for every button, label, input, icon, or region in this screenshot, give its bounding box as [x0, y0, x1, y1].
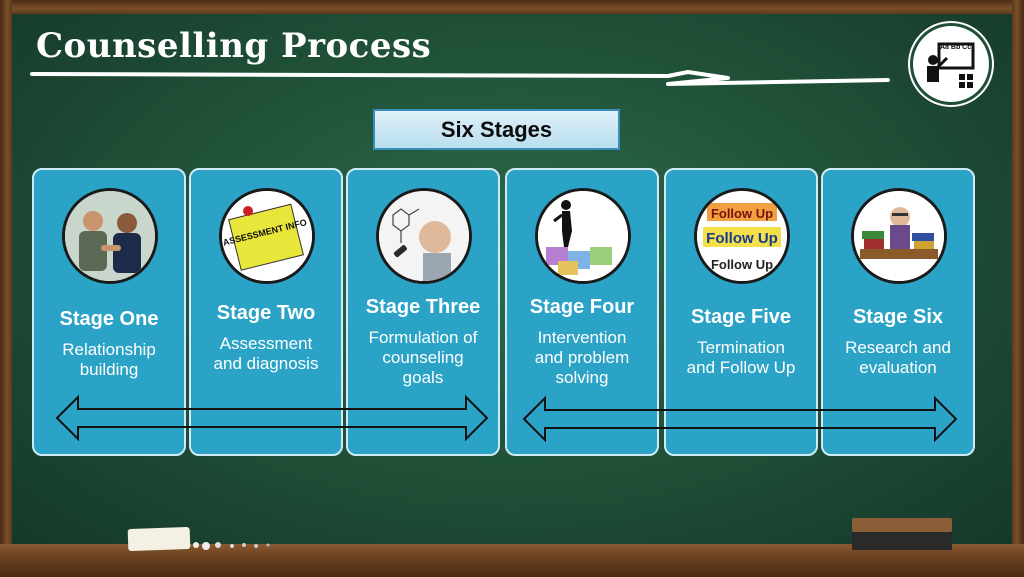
board-frame-right: [1012, 0, 1024, 577]
stage-description: Intervention and problem solving: [534, 328, 630, 387]
logo: [913, 26, 989, 102]
logo-text: Aa Bb Cc: [940, 44, 972, 51]
stage-title: Stage Four: [529, 296, 635, 318]
puzzle-pieces-silhouette: [535, 188, 631, 284]
chalk-piece: [127, 526, 191, 552]
double-arrow-right-icon: [522, 395, 958, 443]
board-frame-top: [0, 0, 1024, 14]
stage-card-six: Stage Six Research and evaluation: [821, 168, 975, 456]
stage-card-three: Stage Three Formulation of counseling go…: [346, 168, 500, 456]
follow-up-text-3: Follow Up: [711, 257, 773, 272]
chalk-dust: [193, 542, 270, 550]
stage-title: Stage Six: [852, 306, 944, 328]
assessment-info-sticky-note: ASSESSMENT INFO: [219, 188, 315, 284]
stage-title: Stage Two: [216, 302, 316, 324]
double-arrow-left-icon: [55, 394, 489, 442]
board-frame-left: [0, 0, 12, 577]
stage-title: Stage One: [59, 308, 159, 330]
follow-up-text-1: Follow Up: [711, 206, 773, 221]
stage-description: Assessment and diagnosis: [213, 334, 319, 373]
teacher-at-board-icon: [927, 42, 975, 88]
stage-card-four: Stage Four Intervention and problem solv…: [505, 168, 659, 456]
stage-card-five: Follow Up Follow Up Follow Up Stage Five…: [664, 168, 818, 456]
follow-up-text-2: Follow Up: [706, 230, 778, 247]
man-drawing-molecules-photo: [376, 188, 472, 284]
stage-title: Stage Five: [690, 306, 792, 328]
stage-description: Termination and Follow Up: [686, 338, 796, 377]
handshake-meeting-photo: [62, 188, 158, 284]
stage-description: Formulation of counseling goals: [368, 328, 478, 387]
researcher-with-books-cartoon: [851, 188, 947, 284]
slide-title: Counselling Process: [36, 26, 432, 66]
stage-title: Stage Three: [365, 296, 481, 318]
stage-description: Research and evaluation: [845, 338, 951, 377]
six-stages-label: Six Stages: [373, 109, 620, 150]
chalkboard-eraser: [852, 518, 952, 550]
stage-description: Relationship building: [62, 340, 156, 379]
follow-up-text-graphic: Follow Up Follow Up Follow Up: [694, 188, 790, 284]
chalk-underline: [30, 70, 890, 86]
